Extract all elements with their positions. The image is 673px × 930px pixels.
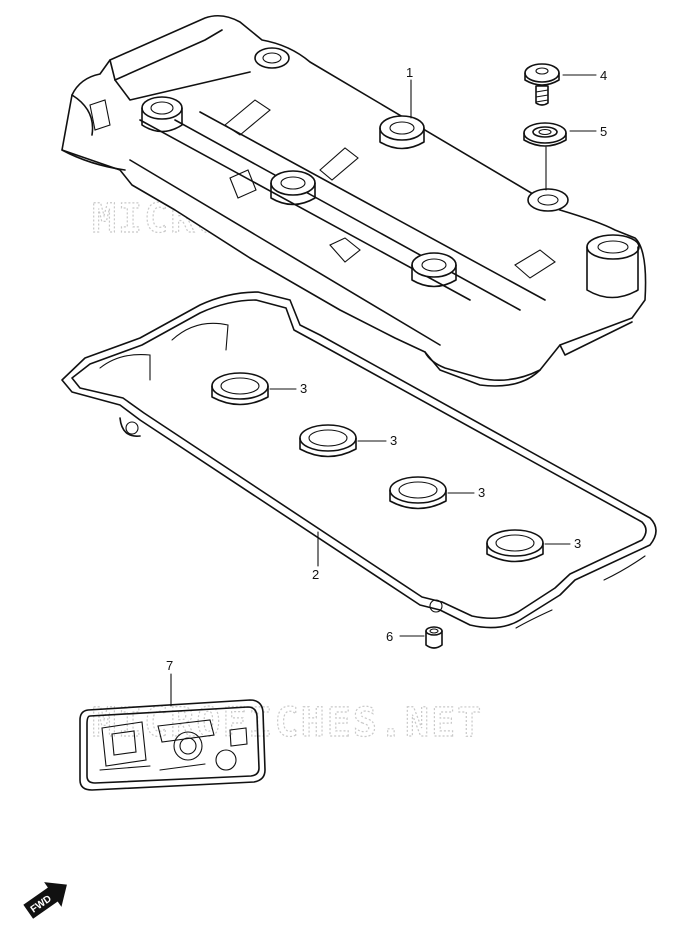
callout-3d: 3 bbox=[574, 536, 581, 551]
cover-bolt[interactable] bbox=[524, 63, 560, 106]
cover-gasket[interactable] bbox=[61, 291, 657, 629]
callout-2: 2 bbox=[312, 567, 319, 582]
plug-hole-gasket-a[interactable] bbox=[211, 372, 269, 406]
callout-1: 1 bbox=[406, 65, 413, 80]
callout-3a: 3 bbox=[300, 381, 307, 396]
plug-hole-gasket-c[interactable] bbox=[389, 476, 447, 510]
callout-3c: 3 bbox=[478, 485, 485, 500]
dowel-pin[interactable] bbox=[425, 626, 443, 649]
gasket-set[interactable] bbox=[79, 699, 266, 791]
callout-5: 5 bbox=[600, 124, 607, 139]
watermark-bottom: MICROFICHES.NET bbox=[92, 700, 483, 746]
fwd-arrow-icon: FWD bbox=[23, 882, 67, 919]
cylinder-head-cover[interactable] bbox=[61, 14, 647, 387]
callout-6: 6 bbox=[386, 629, 393, 644]
leader-lines bbox=[170, 74, 597, 707]
callout-7: 7 bbox=[166, 658, 173, 673]
plug-hole-gasket-d[interactable] bbox=[486, 529, 544, 563]
bolt-washer-seal[interactable] bbox=[523, 122, 567, 147]
callout-4: 4 bbox=[600, 68, 607, 83]
callout-3b: 3 bbox=[390, 433, 397, 448]
plug-hole-gasket-b[interactable] bbox=[299, 424, 357, 458]
